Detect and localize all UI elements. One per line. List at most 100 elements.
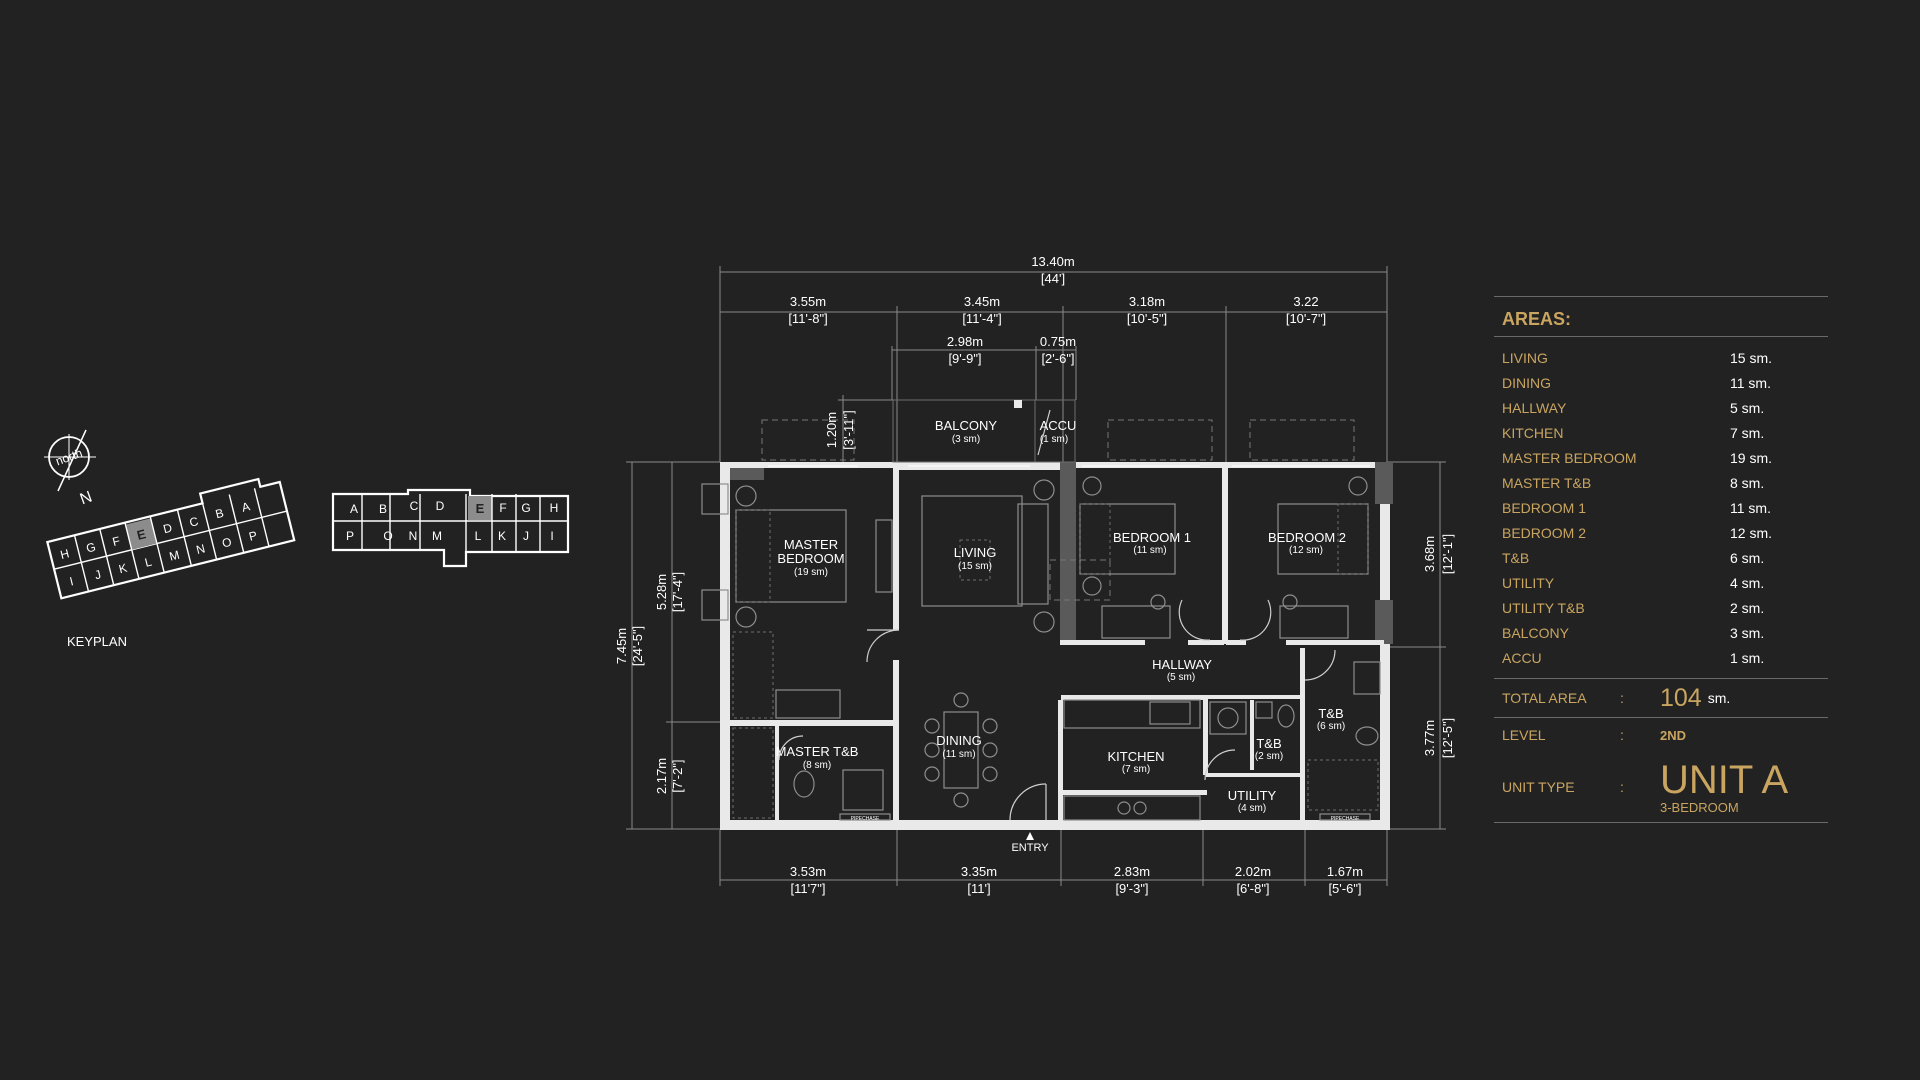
entry-label: ENTRY	[1011, 842, 1049, 854]
room-kitchen: KITCHEN	[1107, 749, 1164, 764]
area-row-bedroom-1: BEDROOM 1 11 sm.	[1494, 495, 1828, 520]
keyplan-label: KEYPLAN	[67, 634, 127, 649]
doors	[778, 599, 1336, 821]
area-value: 2 sm.	[1730, 599, 1765, 616]
area-name: DINING	[1502, 374, 1551, 391]
area-value: 5 sm.	[1730, 399, 1765, 416]
area-value: 4 sm.	[1730, 574, 1765, 591]
keyplan-right-unit-p: P	[346, 529, 354, 543]
area-name: T&B	[1502, 549, 1530, 566]
keyplan-right-unit-m: M	[432, 529, 442, 543]
furniture	[701, 476, 1381, 821]
dim-top-1-imperial: [11'-8"]	[788, 311, 827, 326]
room-labels: MASTER BEDROOM (19 sm) LIVING (15 sm) BA…	[776, 418, 1360, 854]
dim-top-3-imperial: [10'-5"]	[1127, 311, 1167, 326]
area-name: KITCHEN	[1502, 424, 1564, 441]
balcony-structure	[761, 399, 1355, 601]
area-value: 3 sm.	[1730, 624, 1765, 641]
area-name: BEDROOM 1	[1502, 499, 1587, 516]
keyplan-left-unit-e-highlight: E	[135, 526, 147, 543]
room-bedroom-2: BEDROOM 2	[1268, 530, 1346, 545]
dim-top-3: 3.18m	[1129, 294, 1165, 309]
room-master-bedroom-line2: BEDROOM	[777, 551, 844, 566]
room-tb-small-area: (2 sm)	[1255, 751, 1283, 762]
room-utility: UTILITY	[1228, 788, 1277, 803]
area-row-tb: T&B 6 sm.	[1494, 545, 1828, 570]
unit-type-subtitle: 3-BEDROOM	[1660, 799, 1739, 815]
total-area-value: 104	[1660, 683, 1702, 712]
level-top-rule	[1494, 717, 1828, 718]
areas-title: AREAS:	[1502, 309, 1572, 329]
room-master-tb: MASTER T&B	[776, 744, 859, 759]
dim-bottom-2: 3.35m	[961, 864, 997, 879]
entry-arrow-icon	[1026, 832, 1034, 840]
keyplan-left-unit-i: I	[68, 574, 75, 588]
keyplan-right-unit-c: C	[410, 499, 419, 513]
keyplan-right-unit-b: B	[379, 502, 387, 516]
area-value: 6 sm.	[1730, 549, 1765, 566]
dimension-lines: 13.40m [44'] 3.55m [11'-8"] 3.45m [11'-4…	[614, 254, 1455, 896]
area-value: 11 sm.	[1730, 499, 1771, 516]
room-utility-area: (4 sm)	[1238, 803, 1266, 814]
keyplan-left-building: H G F E D C B A I J K L M N O P	[46, 477, 296, 600]
keyplan-right-unit-n: N	[409, 529, 418, 543]
keyplan-right-unit-g: G	[521, 501, 530, 515]
dim-bottom-5: 1.67m	[1327, 864, 1363, 879]
area-name: BALCONY	[1502, 624, 1569, 641]
dim-right-lower: 3.77m	[1422, 720, 1437, 756]
dim-bottom-3: 2.83m	[1114, 864, 1150, 879]
area-value: 15 sm.	[1730, 349, 1773, 366]
areas-top-rule	[1494, 296, 1828, 297]
dim-top-2-imperial: [11'-4"]	[962, 311, 1001, 326]
level-label: LEVEL	[1502, 727, 1546, 743]
total-area-colon: :	[1620, 690, 1624, 706]
room-master-bedroom-area: (19 sm)	[794, 567, 828, 578]
keyplan-left-unit-a: A	[240, 499, 251, 515]
area-name: UTILITY	[1502, 574, 1555, 591]
dim-top-4: 3.22	[1293, 294, 1318, 309]
dim-bottom-3-imperial: [9'-3"]	[1115, 881, 1148, 896]
total-area-unit: sm.	[1707, 690, 1731, 706]
pipe-chase-label-tb: PIPECHASE	[1331, 816, 1360, 822]
dim-bottom-1: 3.53m	[790, 864, 826, 879]
keyplan-left-unit-h: H	[59, 546, 71, 562]
dim-right-upper-imperial: [12'-1"]	[1440, 534, 1455, 574]
keyplan-right-unit-f: F	[499, 501, 506, 515]
keyplan-left-unit-n: N	[195, 541, 207, 557]
keyplan-left-unit-b: B	[214, 506, 225, 522]
total-area-label: TOTAL AREA	[1502, 690, 1587, 706]
unit-type-colon: :	[1620, 779, 1624, 795]
room-living: LIVING	[954, 545, 997, 560]
room-bedroom-1-area: (11 sm)	[1133, 545, 1166, 556]
keyplan-right-unit-a: A	[350, 502, 358, 516]
total-top-rule	[1494, 678, 1828, 679]
unit-type-row: UNIT TYPE : UNIT A 3-BEDROOM	[1494, 752, 1828, 822]
dim-bottom-2-imperial: [11']	[967, 881, 990, 896]
room-balcony: BALCONY	[935, 418, 997, 433]
room-bedroom-2-area: (12 sm)	[1289, 545, 1323, 556]
keyplan-right-unit-k: K	[498, 529, 506, 543]
dim-left-upper-imperial: [17'-4"]	[670, 572, 685, 612]
keyplan-right-unit-l: L	[475, 529, 482, 543]
room-tb-large-area: (6 sm)	[1317, 721, 1345, 732]
room-master-tb-area: (8 sm)	[803, 760, 831, 771]
area-name: MASTER BEDROOM	[1502, 449, 1637, 466]
dim-balcony-width-imperial: [9'-9"]	[948, 351, 981, 366]
areas-bottom-rule	[1494, 822, 1828, 823]
keyplan-left-unit-f: F	[111, 534, 122, 549]
dim-balcony-depth: 1.20m	[824, 412, 839, 448]
room-kitchen-area: (7 sm)	[1122, 764, 1150, 775]
room-hallway-area: (5 sm)	[1167, 672, 1195, 683]
keyplan-left-unit-m: M	[168, 548, 181, 564]
dim-right-lower-imperial: [12'-5"]	[1440, 718, 1455, 758]
plan-walls	[720, 462, 1393, 830]
unit-type-value: UNIT A	[1660, 757, 1789, 802]
keyplan-left-unit-c: C	[188, 514, 200, 530]
level-colon: :	[1620, 727, 1624, 743]
keyplan-left-unit-o: O	[221, 535, 233, 551]
